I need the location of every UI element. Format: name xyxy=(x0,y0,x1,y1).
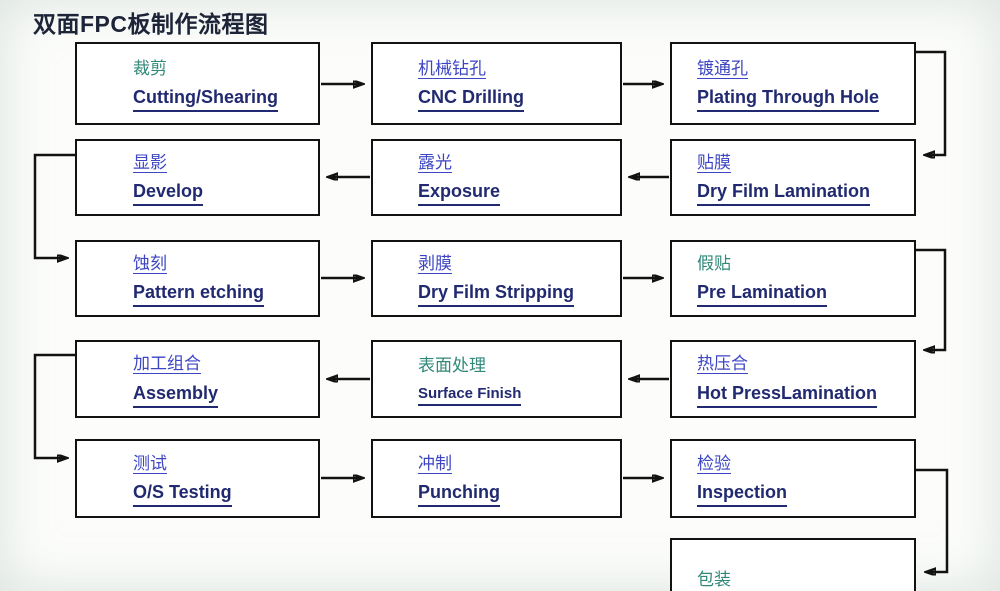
node-label-zh: 镀通孔 xyxy=(697,58,748,78)
node-label-zh: 机械钻孔 xyxy=(418,58,486,78)
node-label-zh: 裁剪 xyxy=(133,58,167,78)
node-label-zh: 露光 xyxy=(418,152,452,172)
arrow-assembly-to-os-testing xyxy=(33,353,76,458)
node-label-zh: 冲制 xyxy=(418,453,452,473)
node-label-en: Plating Through Hole xyxy=(697,88,879,113)
node-label-zh: 假贴 xyxy=(697,253,731,273)
node-label-en: Dry Film Stripping xyxy=(418,283,575,308)
flow-node-os-testing: 测试 O/S Testing xyxy=(75,439,320,518)
page-title: 双面FPC板制作流程图 xyxy=(33,11,269,37)
flow-node-hot-press-lamination: 热压合 Hot PressLamination xyxy=(670,340,916,418)
node-label-zh: 贴膜 xyxy=(697,152,731,172)
flow-node-packing: 包装 xyxy=(670,538,916,591)
node-label-en: Dry Film Lamination xyxy=(697,182,871,207)
flow-node-assembly: 加工组合 Assembly xyxy=(75,340,320,418)
node-label-zh: 测试 xyxy=(133,453,167,473)
node-label-en: Cutting/Shearing xyxy=(133,88,278,113)
node-label-zh: 检验 xyxy=(697,453,731,473)
arrow-plating-to-dry-film-lamination xyxy=(916,50,947,155)
node-label-en: Inspection xyxy=(697,483,788,508)
node-label-zh: 表面处理 xyxy=(418,355,486,375)
flow-node-pattern-etching: 蚀刻 Pattern etching xyxy=(75,240,320,317)
node-label-zh: 剥膜 xyxy=(418,253,452,273)
arrow-pre-lamination-to-hot-press xyxy=(916,248,947,350)
flow-node-plating-through-hole: 镀通孔 Plating Through Hole xyxy=(670,42,916,125)
flow-node-develop: 显影 Develop xyxy=(75,139,320,216)
node-label-en: CNC Drilling xyxy=(418,88,524,113)
node-label-zh: 蚀刻 xyxy=(133,253,167,273)
node-label-en: O/S Testing xyxy=(133,483,232,508)
node-label-en: Exposure xyxy=(418,182,501,207)
node-label-en: Assembly xyxy=(133,383,219,408)
arrow-inspection-to-packing xyxy=(916,468,949,572)
flow-node-cnc-drilling: 机械钻孔 CNC Drilling xyxy=(371,42,622,125)
node-label-zh: 加工组合 xyxy=(133,354,201,374)
node-label-en: Punching xyxy=(418,483,500,508)
node-label-en: Pre Lamination xyxy=(697,283,828,308)
node-label-en: Pattern etching xyxy=(133,283,265,308)
flow-node-cutting: 裁剪 Cutting/Shearing xyxy=(75,42,320,125)
flow-node-punching: 冲制 Punching xyxy=(371,439,622,518)
node-label-en: Develop xyxy=(133,182,204,207)
node-label-zh: 包装 xyxy=(697,570,731,590)
node-label-en: Surface Finish xyxy=(418,385,522,407)
flow-node-pre-lamination: 假贴 Pre Lamination xyxy=(670,240,916,317)
flow-node-surface-finish: 表面处理 Surface Finish xyxy=(371,340,622,418)
flow-node-inspection: 检验 Inspection xyxy=(670,439,916,518)
node-label-en: Hot PressLamination xyxy=(697,383,878,408)
node-label-zh: 热压合 xyxy=(697,354,748,374)
node-label-zh: 显影 xyxy=(133,152,167,172)
arrow-develop-to-pattern-etching xyxy=(33,153,76,258)
flow-node-dry-film-lamination: 贴膜 Dry Film Lamination xyxy=(670,139,916,216)
flow-node-dry-film-stripping: 剥膜 Dry Film Stripping xyxy=(371,240,622,317)
flow-node-exposure: 露光 Exposure xyxy=(371,139,622,216)
